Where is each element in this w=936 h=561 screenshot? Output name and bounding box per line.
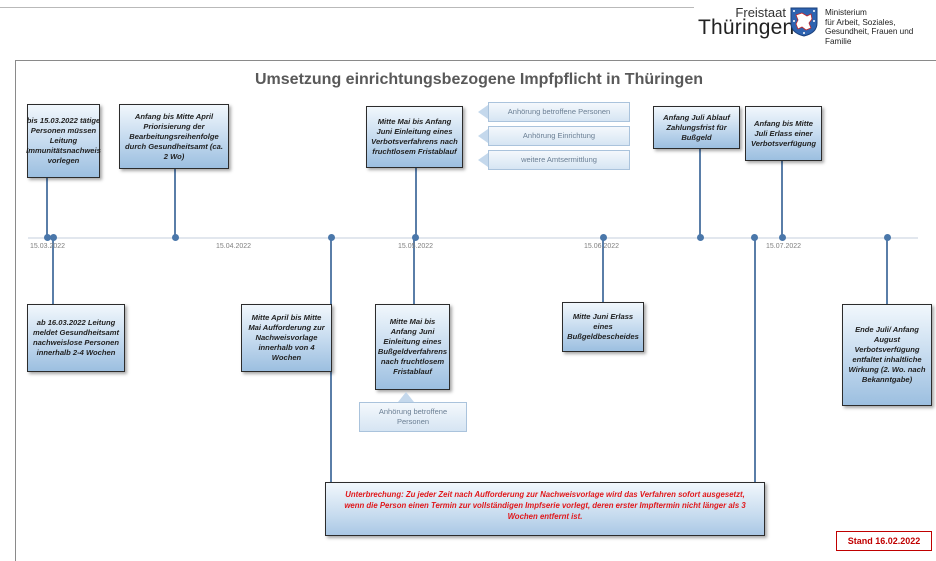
event-box: Anfang bis Mitte April Priorisierung der… [119, 104, 229, 169]
connector-line [699, 148, 701, 238]
event-box: Ende Juli/ Anfang August Verbotsverfügun… [842, 304, 932, 406]
connector-line [781, 160, 783, 238]
timeline-dot [697, 234, 704, 241]
connector-line [46, 177, 48, 238]
side-step-box: Anhörung betroffene Personen [359, 402, 467, 432]
ministry-name: Ministerium für Arbeit, Soziales, Gesund… [825, 8, 914, 46]
event-box: Anfang bis Mitte Juli Erlass einer Verbo… [745, 106, 822, 161]
timeline-dot [600, 234, 607, 241]
connector-line [174, 168, 176, 238]
side-step-box: weitere Amtsermittlung [488, 150, 630, 170]
timeline-dot [751, 234, 758, 241]
event-box: Mitte April bis Mitte Mai Aufforderung z… [241, 304, 332, 372]
timeline-date: 15.07.2022 [766, 243, 802, 250]
timeline-dot [412, 234, 419, 241]
event-box: Anfang Juli Ablauf Zahlungsfrist für Buß… [653, 106, 740, 149]
connector-line [52, 238, 54, 304]
connector-line [602, 238, 604, 302]
timeline-dot [779, 234, 786, 241]
timeline-dot [884, 234, 891, 241]
logo-thueringen-text: Thüringen [698, 16, 795, 39]
timeline-dot [328, 234, 335, 241]
timeline-axis [28, 237, 918, 239]
connector-line [413, 238, 415, 304]
arrow-left-icon [478, 129, 488, 143]
side-step-box: Anhörung Einrichtung [488, 126, 630, 146]
connector-line [886, 238, 888, 304]
timeline-date: 15.04.2022 [216, 243, 252, 250]
event-box: Mitte Juni Erlass eines Bußgeldbescheide… [562, 302, 644, 352]
arrow-up-icon [398, 392, 414, 402]
side-step-box: Anhörung betroffene Personen [488, 102, 630, 122]
timeline-dot [50, 234, 57, 241]
page-title: Umsetzung einrichtungsbezogene Impfpflic… [255, 71, 703, 88]
timeline-date: 15.03.2022 [30, 243, 66, 250]
thuringia-crest-icon [790, 7, 818, 37]
event-box: ab 16.03.2022 Leitung meldet Gesundheits… [27, 304, 125, 372]
logo-freistaat-text: Freistaat [735, 5, 786, 20]
interruption-note: Unterbrechung: Zu jeder Zeit nach Auffor… [325, 482, 765, 536]
event-box: Mitte Mai bis Anfang Juni Einleitung ein… [375, 304, 450, 390]
event-box: bis 15.03.2022 tätige Personen müssen Le… [26, 104, 101, 178]
timeline-dot [172, 234, 179, 241]
header-divider [0, 7, 694, 8]
status-badge: Stand 16.02.2022 [836, 531, 932, 551]
event-box: Mitte Mai bis Anfang Juni Einleitung ein… [366, 106, 463, 168]
timeline-dot [44, 234, 51, 241]
arrow-left-icon [478, 153, 488, 167]
connector-line [415, 167, 417, 238]
connector-line [754, 238, 756, 490]
arrow-left-icon [478, 105, 488, 119]
timeline-date: 15.05.2022 [398, 243, 434, 250]
timeline-date: 15.06.2022 [584, 243, 620, 250]
diagram-frame [15, 60, 936, 561]
